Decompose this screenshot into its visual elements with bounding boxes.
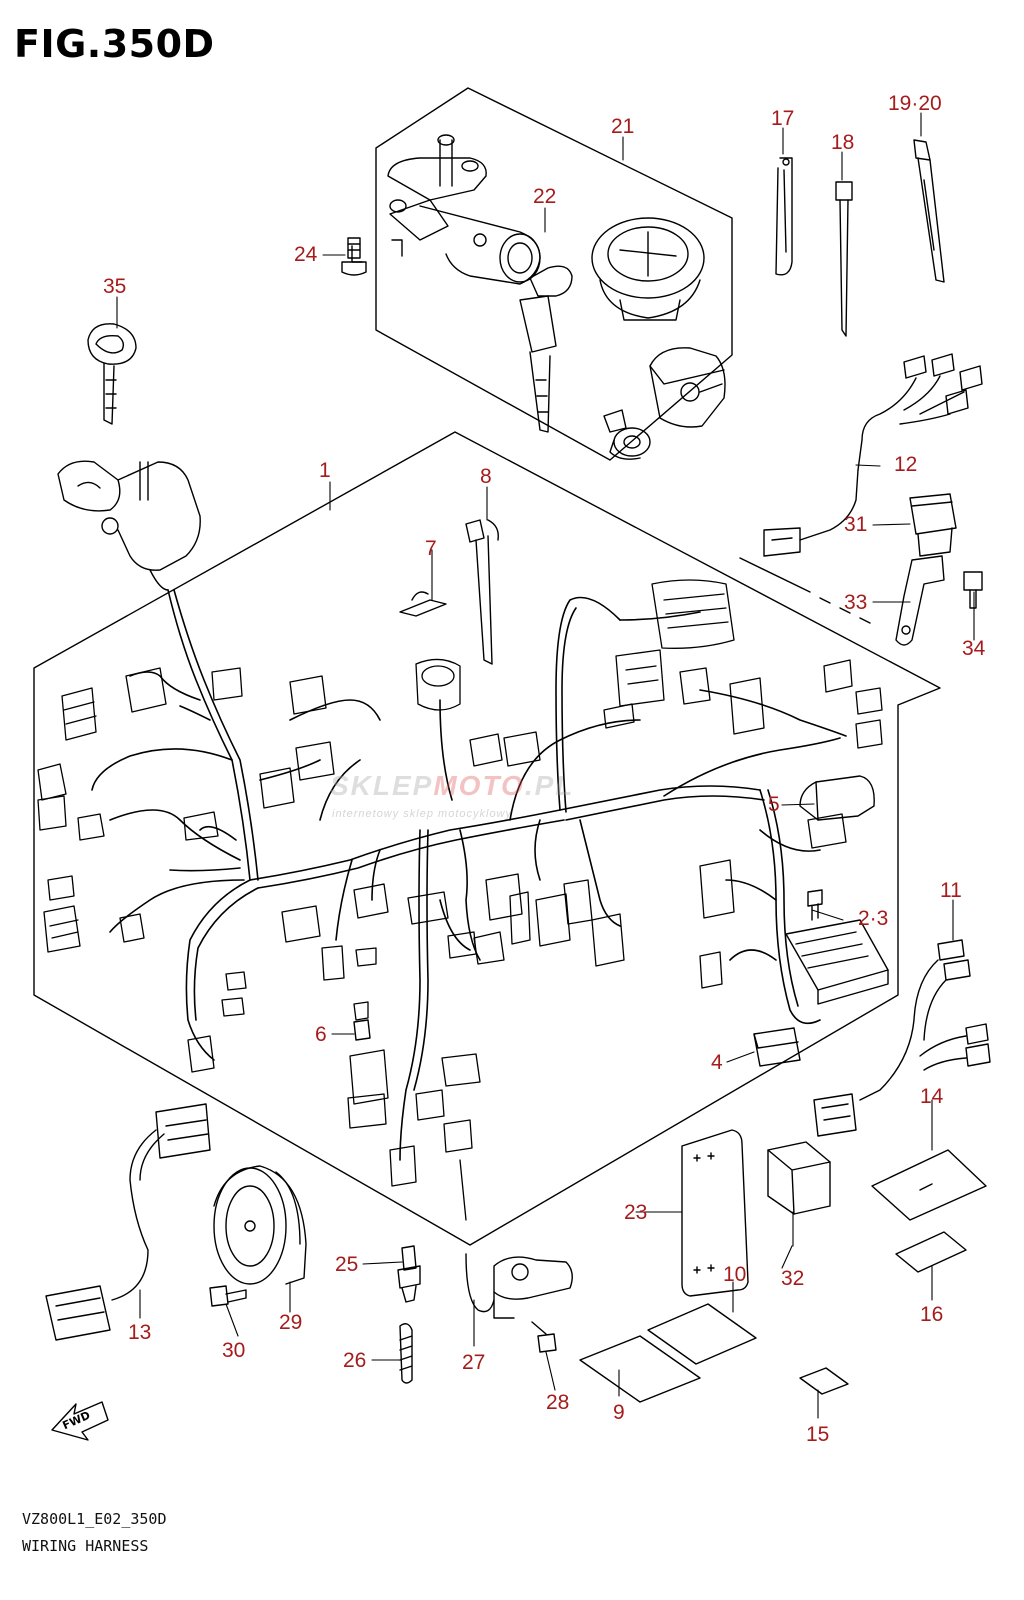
- callout-6: 6: [315, 1023, 327, 1046]
- switch-25-icon: [397, 1245, 421, 1303]
- callout-1: 1: [319, 459, 331, 482]
- bolt-30-icon: [209, 1285, 247, 1307]
- callout-8: 8: [480, 465, 492, 488]
- callout-21: 21: [611, 115, 635, 138]
- callout-18: 18: [831, 131, 855, 154]
- sub-harness-13-icon: [45, 1103, 211, 1341]
- callout-24: 24: [294, 243, 318, 266]
- clip-6-icon: [353, 1019, 371, 1041]
- divider-dashes: [819, 597, 871, 624]
- sensor-27-icon: [465, 1253, 573, 1319]
- cap-4-icon: [753, 1027, 801, 1067]
- cable-tie-17-icon: [775, 157, 793, 276]
- connector-icon: [37, 579, 883, 1221]
- figure-caption: WIRING HARNESS: [22, 1537, 149, 1555]
- watermark-accent: MOTO: [433, 770, 525, 801]
- callout-35: 35: [103, 275, 127, 298]
- horn-icon: [213, 1165, 307, 1285]
- watermark: SKLEPMOTO.PL: [330, 770, 574, 802]
- clamp-8-icon: [465, 519, 499, 665]
- bolt-28-icon: [531, 1321, 557, 1353]
- callout-5: 5: [768, 793, 780, 816]
- bracket-33-icon: [895, 555, 945, 646]
- fwd-arrow-icon: [51, 1401, 109, 1441]
- watermark-suffix: .PL: [524, 770, 575, 801]
- callout-9: 9: [613, 1401, 625, 1424]
- lock-cylinder-icon: [603, 409, 651, 460]
- callout-10: 10: [723, 1263, 747, 1286]
- main-harness-frame: [33, 431, 941, 1246]
- callout-23: 23: [624, 1201, 648, 1224]
- callout-33: 33: [844, 591, 868, 614]
- callout-25: 25: [335, 1253, 359, 1276]
- cable-tie-19-icon: [913, 139, 945, 283]
- callout-22: 22: [533, 185, 557, 208]
- watermark-subtitle: internetowy sklep motocyklowy: [332, 808, 513, 820]
- cable-tie-18-icon: [835, 181, 853, 337]
- handlebar-switch-icon: [57, 460, 201, 591]
- relay-32-icon: [767, 1141, 831, 1215]
- ignition-key-icon: [519, 265, 573, 433]
- callout-27: 27: [462, 1351, 486, 1374]
- ignition-switch-icon: [387, 134, 541, 285]
- callout-30: 30: [222, 1339, 246, 1362]
- sub-harness-11-icon: [813, 939, 991, 1137]
- key-icon: [87, 323, 137, 425]
- callout-15: 15: [806, 1423, 830, 1446]
- callout-14: 14: [920, 1085, 944, 1108]
- leader-lines: [116, 112, 975, 1419]
- figure-title: FIG.350D: [14, 22, 215, 66]
- callout-2-3: 2·3: [858, 907, 889, 930]
- spring-26-icon: [399, 1323, 413, 1384]
- callout-4: 4: [711, 1051, 723, 1074]
- sub-harness-12-icon: [763, 353, 983, 557]
- seat-lock-icon: [649, 347, 726, 428]
- callout-34: 34: [962, 637, 986, 660]
- sheet-icon: [579, 1149, 987, 1403]
- relay-31-icon: [909, 493, 957, 557]
- screw-icon: [341, 237, 367, 276]
- callout-26: 26: [343, 1349, 367, 1372]
- callout-7: 7: [425, 537, 437, 560]
- callout-32: 32: [781, 1267, 805, 1290]
- callout-12: 12: [894, 453, 918, 476]
- callout-31: 31: [844, 513, 868, 536]
- fuel-cap-icon: [591, 217, 705, 321]
- callout-11: 11: [940, 879, 962, 902]
- clamp-7-icon: [399, 591, 447, 617]
- fuse-icon: [807, 889, 823, 921]
- gasket-23-icon: [681, 1129, 749, 1297]
- callout-29: 29: [279, 1311, 303, 1334]
- callout-19-20: 19·20: [888, 92, 942, 115]
- divider-line: [739, 557, 811, 593]
- callout-16: 16: [920, 1303, 944, 1326]
- bolt-34-icon: [963, 571, 983, 609]
- callout-17: 17: [771, 107, 795, 130]
- fuse-box-icon: [785, 919, 889, 1005]
- callout-13: 13: [128, 1321, 152, 1344]
- callout-28: 28: [546, 1391, 570, 1414]
- watermark-prefix: SKLEP: [330, 770, 434, 801]
- main-harness-icon: [91, 589, 847, 1161]
- ignition-set-frame: [375, 87, 733, 461]
- cap-5-icon: [799, 775, 875, 821]
- model-code: VZ800L1_E02_350D: [22, 1510, 167, 1528]
